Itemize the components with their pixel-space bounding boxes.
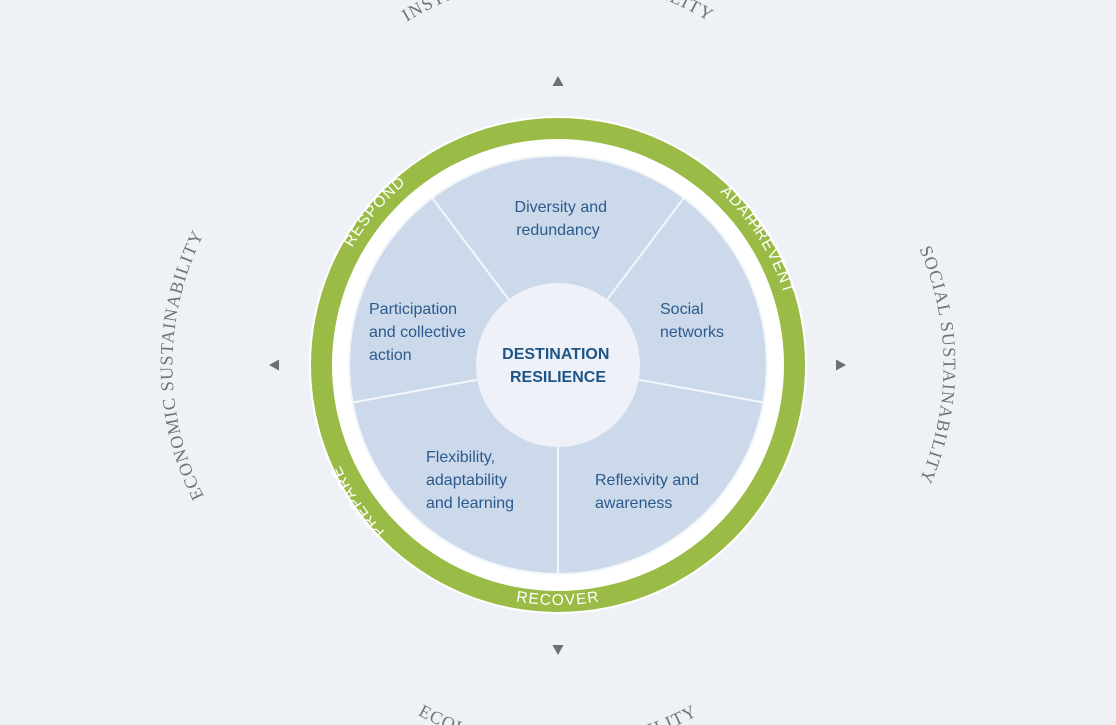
segment-label-participation: Participation and collective action (369, 301, 470, 364)
outer-label-social: SOCIAL SUSTAINABILITY (916, 243, 960, 488)
arrow-down-icon (552, 645, 564, 655)
segment-label-social-networks: Social networks (660, 301, 724, 341)
outer-label-economic: ECONOMIC SUSTAINABILITY (156, 227, 207, 504)
center-circle (476, 283, 640, 447)
arrow-up-icon (552, 76, 564, 86)
center-title: DESTINATION RESILIENCE (502, 346, 614, 386)
outer-halo (230, 37, 886, 693)
segment-diversity (430, 154, 686, 367)
outer-label-ecological: ECOLOGICAL SUSTAINABILITY (416, 700, 701, 725)
outer-label-institutional: INSTITUTIONAL SUSTAINABILITY (398, 0, 717, 25)
segment-label-flexibility: Flexibility, adaptability and learning (426, 449, 514, 512)
center-line-2: RESILIENCE (510, 369, 606, 386)
segment-label-diversity: Diversity and redundancy (515, 199, 612, 239)
arrow-right-icon (836, 359, 846, 371)
ring-label-recover: RECOVER (515, 588, 601, 609)
center-line-1: DESTINATION (502, 346, 609, 363)
arrow-left-icon (269, 359, 279, 371)
segment-label-reflexivity: Reflexivity and awareness (595, 472, 704, 512)
